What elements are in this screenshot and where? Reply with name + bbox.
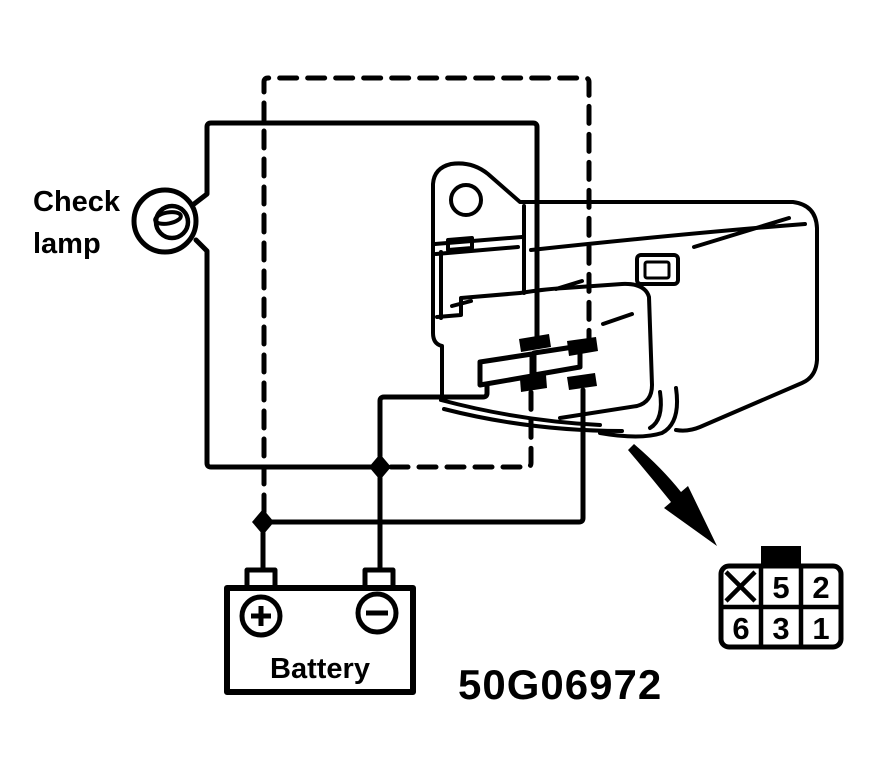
lamp-outer-circle [131,187,199,255]
wire-lamp-top [191,120,540,347]
pin-cell-1: 1 [812,611,829,646]
wire-lamp-bottom [193,237,383,470]
relay-body-outline [431,161,819,433]
part-number: 50G06972 [458,661,662,708]
junction-dot [252,509,274,535]
junction-dot [369,454,391,480]
blocked-pin-x-icon [724,570,757,603]
wire-positive-to-relay [260,387,586,525]
pin-cell-2: 2 [812,570,829,605]
check-lamp-symbol [131,187,199,255]
battery-positive-post [244,567,278,591]
wire-dashed-branch [388,385,534,470]
wire-dashed-harness [261,75,592,515]
battery-case [224,585,416,695]
battery-symbol [224,567,416,695]
wire-junction-to-socket [377,381,490,459]
check-lamp-label-line2: lamp [33,228,101,260]
relay-socket-shroud [518,281,654,420]
lamp-filament-icon [153,210,183,226]
mounting-hole-icon [449,183,483,217]
connector-index-tab [761,546,801,568]
junction-dots [252,454,391,535]
connector-grid-lines [721,566,841,647]
battery-negative-post [362,567,396,591]
battery-negative-terminal-icon [355,591,399,635]
battery-label: Battery [270,653,370,685]
pin-cell-5: 5 [772,570,789,605]
check-lamp-label-line1: Check [33,186,121,218]
callout-arrow-icon [628,444,717,546]
relay-face-detail [635,253,680,286]
relay-terminal-slots [477,343,583,388]
wiring [191,75,592,573]
connector-pinout: 5 2 6 3 1 [718,546,844,650]
pin-cell-6: 6 [732,611,749,646]
battery-positive-terminal-icon [239,594,283,638]
relay-illustration [431,161,819,439]
pin-cell-3: 3 [772,611,789,646]
